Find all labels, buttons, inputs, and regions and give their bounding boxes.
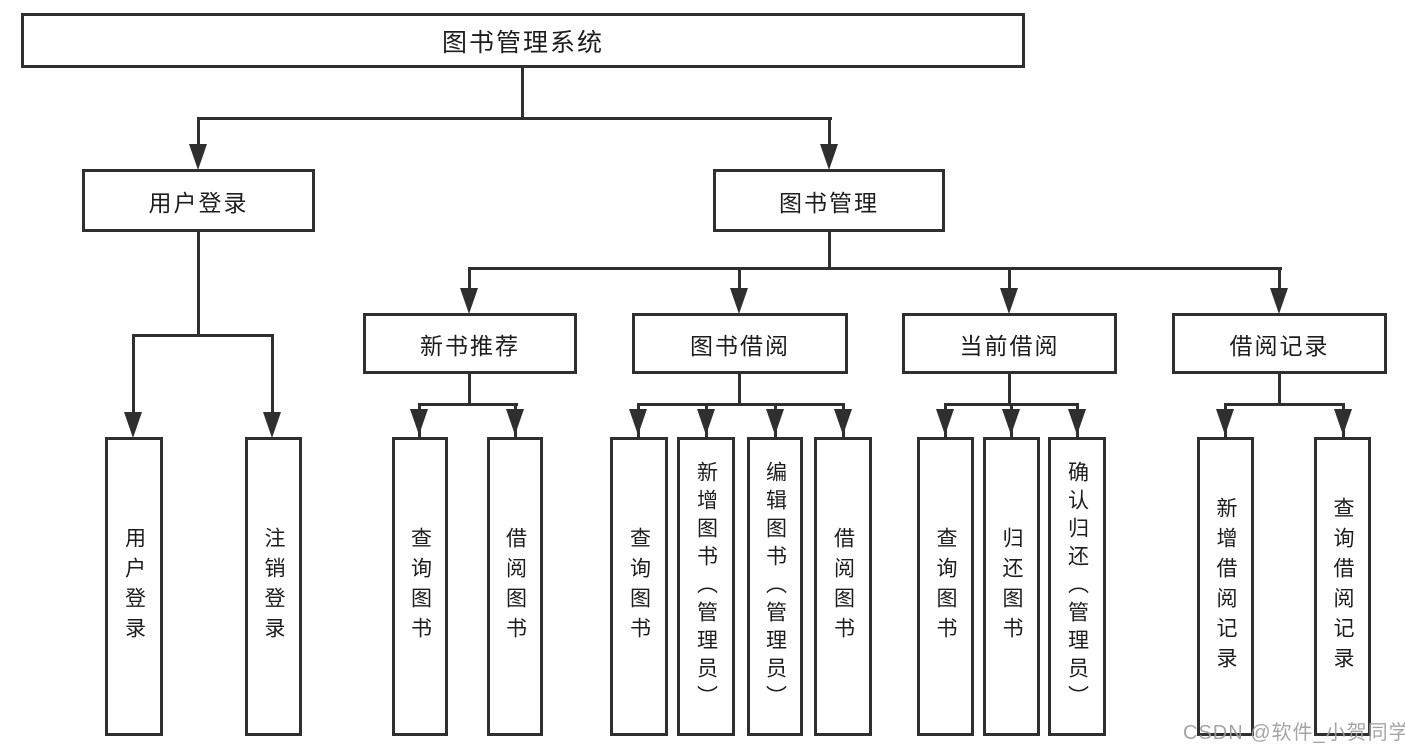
- leaf-bb-query-books-label: 查询图书: [627, 526, 651, 647]
- connector-arrowhead: [506, 409, 524, 435]
- leaf-bb-borrow-books: 借阅图书: [814, 437, 872, 736]
- node-book-borrowing: 图书借阅: [632, 313, 848, 374]
- node-user-login-label: 用户登录: [148, 189, 249, 216]
- node-root-label: 图书管理系统: [441, 28, 604, 57]
- leaf-logout: 注销登录: [245, 437, 302, 736]
- node-book-borrowing-label: 图书借阅: [690, 332, 790, 359]
- connector-line: [197, 232, 200, 337]
- leaf-bb-edit-books-admin: 编辑图书（管理员）: [747, 437, 803, 736]
- leaf-nb-borrow-books-label: 借阅图书: [503, 526, 527, 647]
- node-current-borrowing: 当前借阅: [902, 313, 1117, 374]
- connector-line: [468, 374, 471, 406]
- connector-arrowhead: [1002, 409, 1020, 435]
- leaf-cb-return-books: 归还图书: [983, 437, 1040, 736]
- connector-arrowhead: [1068, 409, 1086, 435]
- leaf-bb-borrow-books-label: 借阅图书: [831, 526, 855, 647]
- connector-line: [738, 267, 741, 291]
- node-book-management-label: 图书管理: [779, 189, 879, 216]
- connector-arrowhead: [936, 409, 954, 435]
- connector-line: [271, 334, 274, 414]
- node-borrowing-records-label: 借阅记录: [1229, 332, 1330, 359]
- connector-line: [637, 403, 845, 406]
- leaf-bb-query-books: 查询图书: [610, 437, 668, 736]
- connector-line: [468, 267, 1282, 270]
- connector-line: [468, 267, 471, 291]
- connector-arrowhead: [124, 412, 142, 438]
- connector-line: [1008, 267, 1011, 291]
- leaf-cb-query-books: 查询图书: [917, 437, 974, 736]
- leaf-cb-return-books-label: 归还图书: [1000, 526, 1023, 647]
- leaf-nb-query-books-label: 查询图书: [408, 526, 432, 647]
- leaf-bb-add-books-admin-label: 新增图书（管理员）: [694, 460, 718, 713]
- connector-arrowhead: [820, 144, 838, 170]
- connector-arrowhead: [1334, 409, 1352, 435]
- connector-arrowhead: [697, 409, 715, 435]
- connector-line: [738, 374, 741, 406]
- connector-arrowhead: [1216, 409, 1234, 435]
- connector-arrowhead: [834, 409, 852, 435]
- connector-line: [132, 334, 274, 337]
- leaf-logout-label: 注销登录: [262, 526, 285, 647]
- connector-line: [1278, 374, 1281, 406]
- leaf-nb-borrow-books: 借阅图书: [487, 437, 543, 736]
- connector-line: [828, 117, 831, 149]
- connector-line: [521, 68, 524, 119]
- leaf-cb-confirm-return-admin-label: 确认归还（管理员）: [1065, 460, 1089, 713]
- node-root: 图书管理系统: [21, 13, 1025, 68]
- connector-line: [1224, 403, 1344, 406]
- node-current-borrowing-label: 当前借阅: [959, 332, 1060, 359]
- csdn-watermark: CSDN @软件_小贺同学: [1183, 722, 1405, 744]
- connector-line: [1008, 374, 1011, 406]
- connector-arrowhead: [1270, 288, 1288, 314]
- connector-arrowhead: [766, 409, 784, 435]
- leaf-br-query-record: 查询借阅记录: [1314, 437, 1371, 736]
- node-borrowing-records: 借阅记录: [1172, 313, 1387, 374]
- leaf-cb-query-books-label: 查询图书: [934, 526, 957, 647]
- connector-arrowhead: [629, 409, 647, 435]
- connector-arrowhead: [410, 409, 428, 435]
- connector-arrowhead: [1000, 288, 1018, 314]
- leaf-bb-edit-books-admin-label: 编辑图书（管理员）: [763, 460, 787, 713]
- leaf-user-login: 用户登录: [105, 437, 163, 736]
- connector-arrowhead: [730, 288, 748, 314]
- leaf-bb-add-books-admin: 新增图书（管理员）: [677, 437, 735, 736]
- connector-line: [132, 334, 135, 414]
- leaf-br-query-record-label: 查询借阅记录: [1331, 496, 1354, 677]
- connector-line: [1278, 267, 1281, 291]
- connector-line: [197, 117, 832, 120]
- connector-line: [418, 403, 518, 406]
- node-new-book-recommend: 新书推荐: [363, 313, 577, 374]
- node-book-management: 图书管理: [713, 169, 945, 232]
- node-user-login: 用户登录: [82, 169, 315, 232]
- leaf-user-login-label: 用户登录: [122, 526, 146, 647]
- connector-arrowhead: [263, 412, 281, 438]
- leaf-nb-query-books: 查询图书: [392, 437, 448, 736]
- connector-line: [197, 117, 200, 149]
- leaf-br-add-record: 新增借阅记录: [1197, 437, 1254, 736]
- node-new-book-recommend-label: 新书推荐: [420, 332, 520, 359]
- leaf-br-add-record-label: 新增借阅记录: [1214, 496, 1237, 677]
- connector-arrowhead: [189, 144, 207, 170]
- connector-line: [828, 232, 831, 270]
- connector-arrowhead: [460, 288, 478, 314]
- leaf-cb-confirm-return-admin: 确认归还（管理员）: [1048, 437, 1106, 736]
